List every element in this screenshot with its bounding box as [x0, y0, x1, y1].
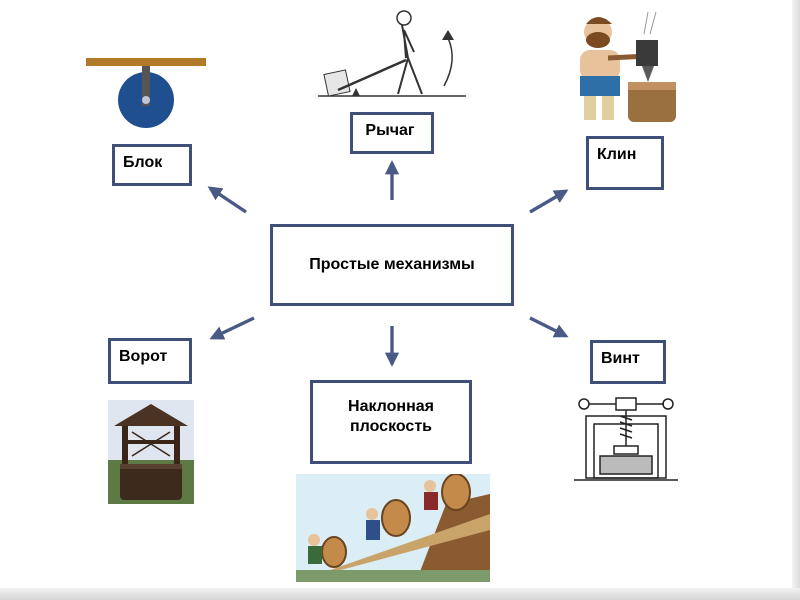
slide-edge-shadow-bottom	[0, 588, 800, 600]
node-screw-box: Винт	[590, 340, 666, 384]
node-screw-label: Винт	[601, 350, 640, 367]
slide-edge-shadow-right	[792, 0, 800, 600]
node-inclined-plane-label: Наклонная плоскость	[348, 398, 434, 435]
node-block-label: Блок	[123, 154, 163, 171]
screw-press-illustration	[574, 397, 678, 481]
node-wedge-box: Клин	[586, 136, 664, 190]
node-block-box: Блок	[112, 144, 192, 186]
central-concept-box: Простые механизмы	[270, 224, 514, 306]
node-wedge-label: Клин	[597, 146, 637, 163]
winch-well-illustration	[108, 400, 194, 504]
pulley-illustration	[86, 58, 206, 128]
inclined-plane-illustration	[296, 474, 490, 582]
node-inclined-plane-box: Наклонная плоскость	[310, 380, 472, 464]
arrow-to-winch	[209, 316, 255, 340]
node-winch-label: Ворот	[119, 348, 168, 365]
lever-illustration	[318, 10, 466, 97]
wedge-illustration	[580, 11, 676, 122]
arrow-to-screw	[529, 316, 569, 338]
arrow-to-block	[207, 186, 247, 214]
node-lever-box: Рычаг	[350, 112, 434, 154]
node-winch-box: Ворот	[108, 338, 192, 384]
node-lever-label: Рычаг	[365, 122, 415, 139]
arrow-to-wedge	[529, 189, 569, 214]
central-concept-label: Простые механизмы	[309, 256, 475, 273]
